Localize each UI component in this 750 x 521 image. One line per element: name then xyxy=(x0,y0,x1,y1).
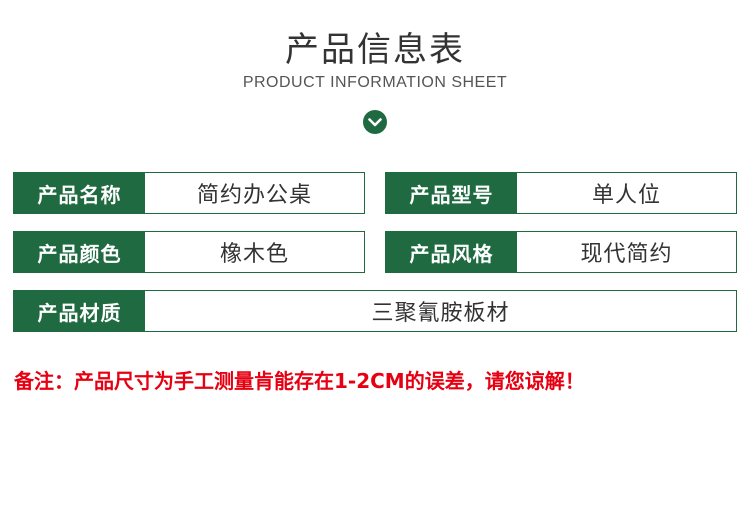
product-material-label: 产品材质 xyxy=(14,291,145,331)
product-color-row: 产品颜色 橡木色 xyxy=(13,231,365,273)
page-title: 产品信息表 xyxy=(285,30,465,70)
product-material-value: 三聚氰胺板材 xyxy=(371,301,510,326)
measurement-note: 备注：产品尺寸为手工测量肯能存在1-2CM的误差，请您谅解！ xyxy=(14,369,585,393)
chevron-down-circle-icon xyxy=(363,110,387,134)
product-name-row: 产品名称 简约办公桌 xyxy=(13,172,365,214)
product-style-label: 产品风格 xyxy=(386,232,517,272)
product-color-label: 产品颜色 xyxy=(14,232,145,272)
product-name-label: 产品名称 xyxy=(14,173,145,213)
product-name-value: 简约办公桌 xyxy=(196,183,312,208)
product-color-value: 橡木色 xyxy=(219,242,289,267)
product-model-label: 产品型号 xyxy=(386,173,517,213)
product-model-value: 单人位 xyxy=(591,183,661,208)
page-subtitle: PRODUCT INFORMATION SHEET xyxy=(242,74,508,91)
product-style-row: 产品风格 现代简约 xyxy=(385,231,737,273)
product-style-value: 现代简约 xyxy=(580,242,673,267)
product-model-row: 产品型号 单人位 xyxy=(385,172,737,214)
product-material-row: 产品材质 三聚氰胺板材 xyxy=(13,290,737,332)
